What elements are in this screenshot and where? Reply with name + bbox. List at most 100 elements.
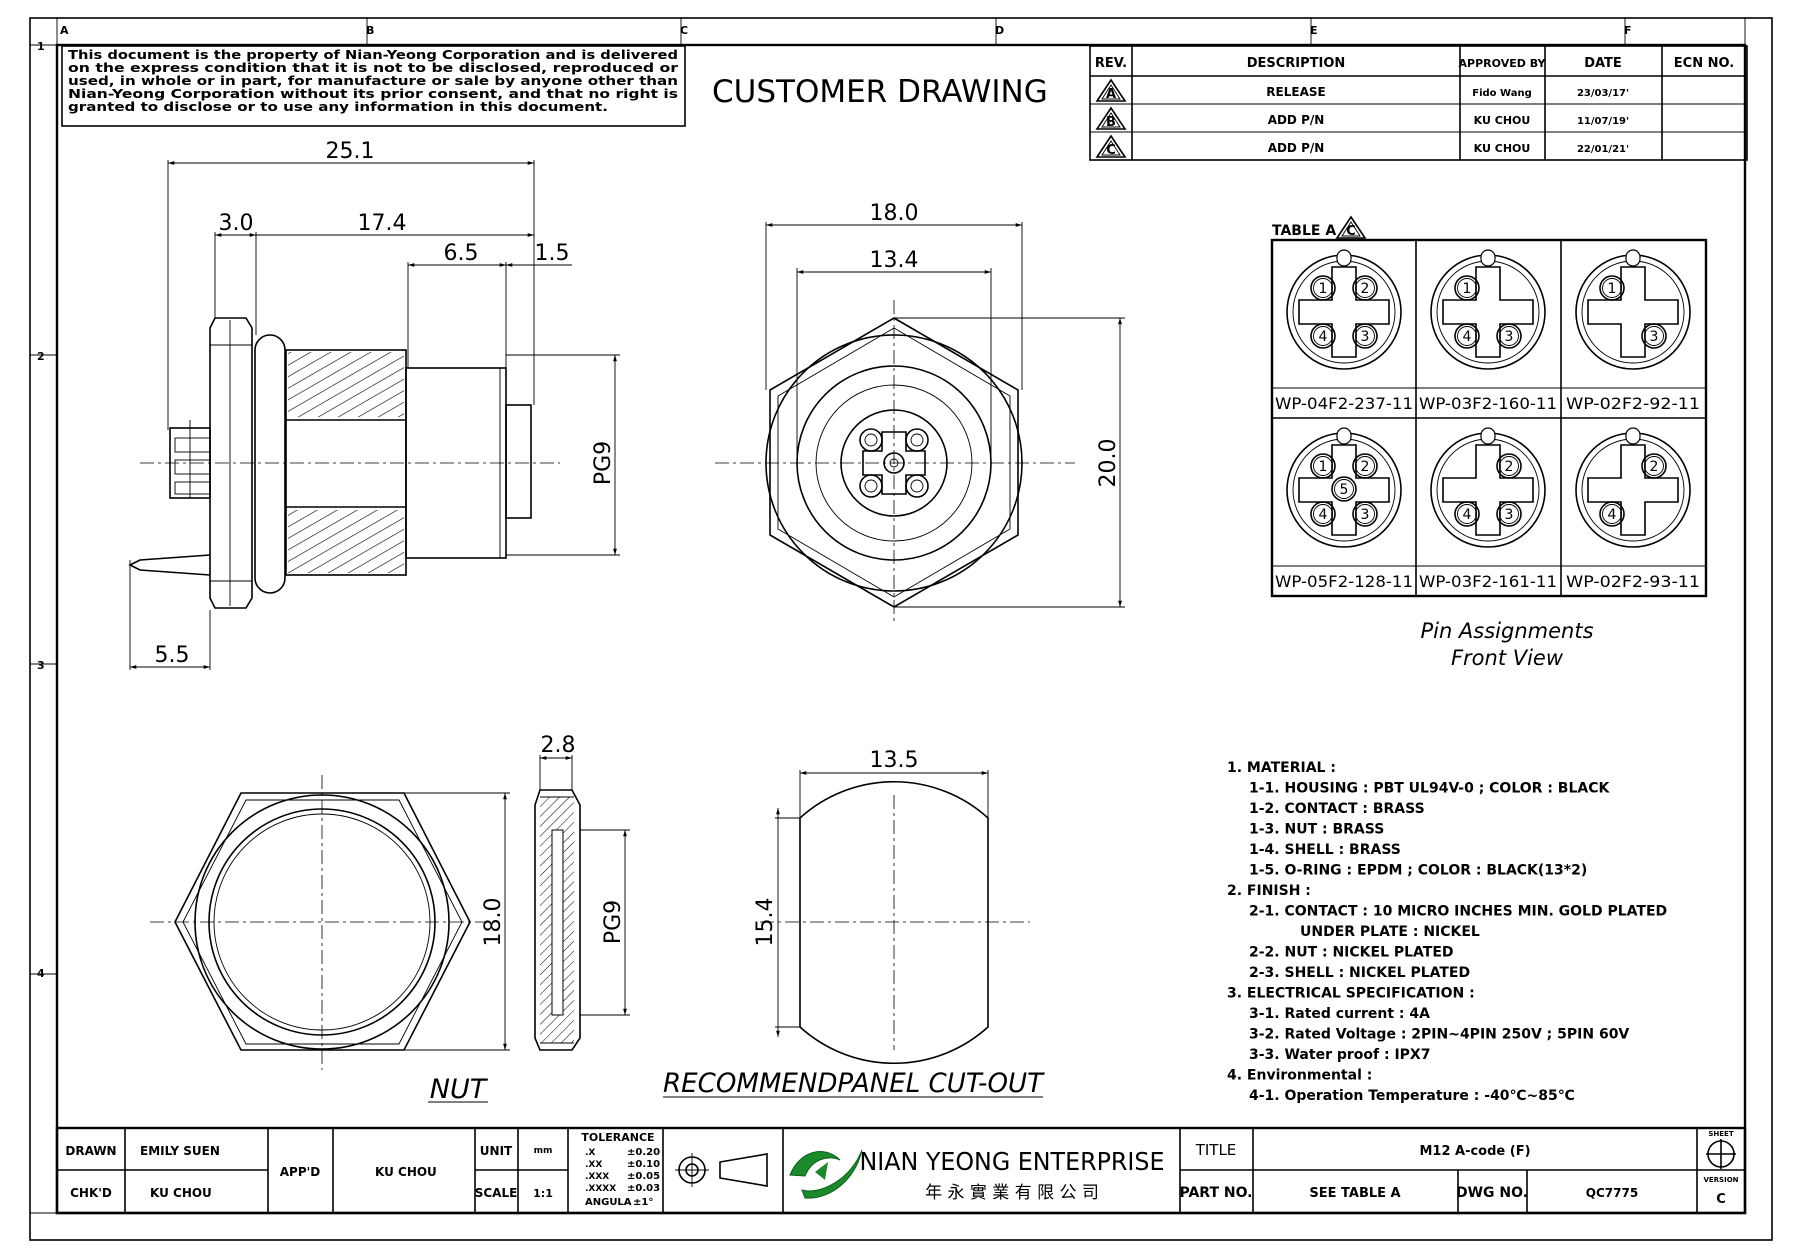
pin-number: 4 xyxy=(1463,507,1472,523)
cutout-dim-width: 13.5 xyxy=(870,748,919,773)
pin-number: 4 xyxy=(1319,329,1328,345)
note-line: 2. FINISH : xyxy=(1227,883,1311,899)
nut-dim-width: 18.0 xyxy=(481,898,506,947)
pin-4: 4 xyxy=(1454,323,1480,349)
note-line: 2-3. SHELL : NICKEL PLATED xyxy=(1249,965,1470,981)
note-line: 3-3. Water proof : IPX7 xyxy=(1249,1047,1430,1063)
version-value: C xyxy=(1716,1192,1726,1207)
pin-number: 1 xyxy=(1608,281,1617,297)
scale-value: 1:1 xyxy=(533,1187,553,1200)
disclaimer-line-5: granted to disclose or to use any inform… xyxy=(68,100,608,114)
note-line: 1-5. O-RING : EPDM ; COLOR : BLACK(13*2) xyxy=(1249,863,1587,879)
pin-diagram: 13 xyxy=(1575,249,1691,370)
rev-b-approved: KU CHOU xyxy=(1474,114,1531,127)
chkd-label: CHK'D xyxy=(70,1186,112,1200)
title-value: M12 A-code (F) xyxy=(1419,1144,1530,1159)
pin-number: 2 xyxy=(1505,459,1514,475)
pn-cell-2: WP-03F2-160-11 xyxy=(1419,394,1557,413)
note-line: 1. MATERIAL : xyxy=(1227,760,1336,776)
tolerance-label: TOLERANCE xyxy=(581,1131,654,1144)
drawing-title: CUSTOMER DRAWING xyxy=(712,74,1048,110)
pin-number: 4 xyxy=(1463,329,1472,345)
table-a-label: TABLE A xyxy=(1272,223,1336,239)
note-line: 2-2. NUT : NICKEL PLATED xyxy=(1249,945,1454,961)
dwgno-value: QC7775 xyxy=(1586,1186,1638,1200)
tol-angle-val: ±1° xyxy=(633,1197,653,1208)
dim-total-length: 25.1 xyxy=(326,139,375,164)
drawn-label: DRAWN xyxy=(65,1144,116,1158)
zone-e: E xyxy=(1310,24,1318,37)
rev-c-triangle-icon: C xyxy=(1095,134,1127,158)
unit-value: mm xyxy=(534,1146,553,1156)
partno-label: PART NO. xyxy=(1179,1185,1252,1201)
rev-header-approved: APPROVED BY xyxy=(1459,57,1547,70)
dim-flange: 3.0 xyxy=(219,211,254,236)
dim-thread-length: 17.4 xyxy=(358,211,407,236)
pin-number: 4 xyxy=(1608,507,1617,523)
tol-xxxx-val: ±0.03 xyxy=(627,1183,660,1194)
zone-2: 2 xyxy=(37,350,45,363)
chkd-value: KU CHOU xyxy=(150,1186,212,1200)
pin-2: 2 xyxy=(1352,453,1378,479)
appd-value: KU CHOU xyxy=(375,1165,437,1179)
front-dim-height: 20.0 xyxy=(1096,439,1121,488)
pin-3: 3 xyxy=(1496,501,1522,527)
pin-number: 1 xyxy=(1463,281,1472,297)
company-logo-icon xyxy=(789,1149,863,1199)
title-label: TITLE xyxy=(1195,1141,1237,1159)
rev-header-date: DATE xyxy=(1584,56,1622,71)
pin-number: 2 xyxy=(1650,459,1659,475)
pin-number: 3 xyxy=(1505,329,1514,345)
zone-d: D xyxy=(995,24,1004,37)
pin-2: 2 xyxy=(1496,453,1522,479)
nut-dim-thickness: 2.8 xyxy=(541,733,576,758)
note-line: UNDER PLATE : NICKEL xyxy=(1300,924,1480,940)
tol-xxx-val: ±0.05 xyxy=(627,1171,660,1182)
front-dim-inner: 13.4 xyxy=(870,248,919,273)
front-view: 18.0 13.4 20.0 xyxy=(715,201,1125,625)
front-dim-width: 18.0 xyxy=(870,201,919,226)
zone-b: B xyxy=(366,24,374,37)
rev-header-rev: REV. xyxy=(1095,56,1127,71)
pin-1: 1 xyxy=(1310,453,1336,479)
cutout-dim-height: 15.4 xyxy=(753,898,778,947)
pin-number: 3 xyxy=(1505,507,1514,523)
pin-3: 3 xyxy=(1496,323,1522,349)
note-line: 1-3. NUT : BRASS xyxy=(1249,822,1384,838)
rev-b-triangle-icon: B xyxy=(1095,106,1127,130)
pn-cell-5: WP-03F2-161-11 xyxy=(1419,572,1557,591)
pin-caption-1: Pin Assignments xyxy=(1420,619,1593,643)
pin-1: 1 xyxy=(1310,275,1336,301)
tol-xx-key: .XX xyxy=(585,1160,602,1170)
tol-xxx-key: .XXX xyxy=(585,1172,609,1182)
pin-number: 3 xyxy=(1361,507,1370,523)
pin-number: 3 xyxy=(1650,329,1659,345)
sheet-crosshair-icon xyxy=(1706,1139,1736,1169)
pin-number: 3 xyxy=(1361,329,1370,345)
rev-c-date: 22/01/21' xyxy=(1577,144,1629,155)
note-line: 1-4. SHELL : BRASS xyxy=(1249,842,1401,858)
unit-label: UNIT xyxy=(480,1144,513,1158)
rev-a-desc: RELEASE xyxy=(1266,85,1325,99)
zone-a: A xyxy=(60,24,69,37)
third-angle-projection-icon xyxy=(675,1153,768,1187)
company-name-cn: 年 永 實 業 有 限 公 司 xyxy=(925,1183,1099,1203)
pin-number: 4 xyxy=(1319,507,1328,523)
rev-header-desc: DESCRIPTION xyxy=(1247,56,1346,71)
disclaimer-line-3: used, in whole or in part, for manufactu… xyxy=(68,74,678,88)
dwgno-label: DWG NO. xyxy=(1456,1185,1528,1201)
nut-view: 18.0 2.8 PG9 NUT xyxy=(150,733,630,1105)
panel-cutout-view: 13.5 15.4 RECOMMENDPANEL CUT-OUT xyxy=(663,748,1045,1099)
zone-c: C xyxy=(680,24,688,37)
rev-header-ecn: ECN NO. xyxy=(1674,56,1734,71)
version-label: VERSION xyxy=(1703,1176,1738,1184)
note-line: 3. ELECTRICAL SPECIFICATION : xyxy=(1227,986,1475,1002)
dim-tip-length: 1.5 xyxy=(535,241,570,266)
pn-cell-6: WP-02F2-93-11 xyxy=(1566,572,1700,591)
note-line: 4. Environmental : xyxy=(1227,1068,1372,1084)
pin-3: 3 xyxy=(1352,501,1378,527)
drawn-value: EMILY SUEN xyxy=(140,1144,220,1158)
